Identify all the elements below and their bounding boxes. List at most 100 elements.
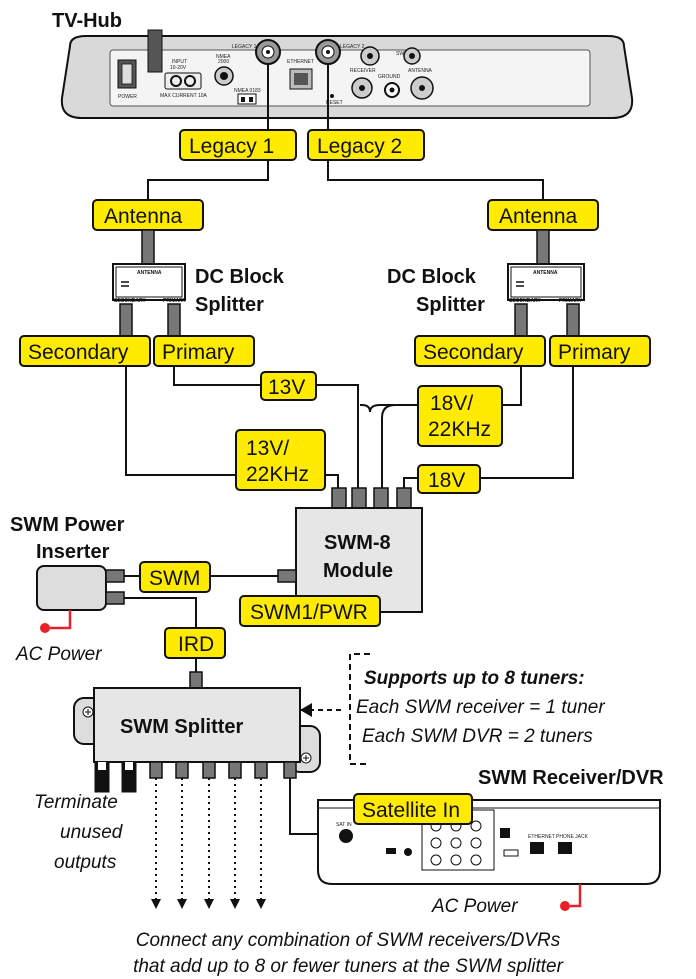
v18-tag: 18V — [428, 469, 465, 492]
splitter-right-antenna-label: ANTENNA — [533, 270, 558, 276]
dc-block-left-title-2: Splitter — [195, 294, 264, 316]
splitter-input-connector-icon — [189, 671, 203, 689]
dc-block-right-title-1: DC Block — [387, 266, 477, 288]
secondary-left-tag-box — [19, 335, 151, 367]
hub-input-label: INPUT — [172, 59, 187, 65]
supports-note — [300, 653, 370, 765]
splitter-left-antenna-label: ANTENNA — [137, 270, 162, 276]
ac-power-cord-left — [50, 610, 72, 630]
dc-block-right-title-2: Splitter — [416, 294, 485, 316]
each-dvr-note: Each SWM DVR = 2 tuners — [362, 726, 593, 747]
swm8-module — [277, 487, 423, 613]
swm1-pwr-tag-box — [239, 595, 381, 627]
splitter-output-6-icon — [228, 761, 242, 779]
swm-power-inserter — [36, 565, 125, 633]
satellite-in-tag: Satellite In — [362, 799, 460, 822]
ac-plug-left-icon — [40, 623, 50, 633]
ird-wire — [124, 597, 197, 628]
hub-ground-label: GROUND — [378, 74, 401, 80]
v18-22khz-tag-a: 18V/ — [430, 392, 473, 415]
receiver-sat-in-label: SAT IN — [336, 822, 352, 828]
swm8-input4-connector-icon — [396, 487, 412, 509]
primary-left-tag-box — [153, 335, 255, 367]
receiver-title: SWM Receiver/DVR — [478, 767, 664, 789]
right-secondary-18v22khz-wire — [502, 366, 522, 406]
secondary-right-tag-box — [414, 335, 546, 367]
swm1-pwr-tag: SWM1/PWR — [250, 601, 368, 624]
splitter-output-7-icon — [254, 761, 268, 779]
supports-title: Supports up to 8 tuners: — [364, 668, 585, 689]
hub-input-voltage: 10-20V — [170, 65, 187, 71]
each-receiver-note: Each SWM receiver = 1 tuner — [356, 697, 605, 718]
legacy1-tag-box — [179, 129, 297, 161]
v18-22khz-tag-b: 22KHz — [428, 418, 491, 441]
receiver-sat-in-port-icon — [339, 829, 353, 843]
v13-22khz-tag-box — [235, 429, 326, 491]
legacy2-tag-box — [307, 129, 425, 161]
dc-block-splitter-right: ANTENNA SECONDARY PRIMARY — [507, 229, 585, 337]
splitter-output-3-icon — [149, 761, 163, 779]
hub-swm-label: SWM — [396, 51, 408, 57]
primary-left-tag: Primary — [162, 341, 235, 364]
inserter-ird-connector-icon — [105, 591, 125, 605]
nmea0183-port-icon — [237, 93, 257, 105]
reset-button-icon — [330, 94, 334, 98]
swm8-input1-connector-icon — [331, 487, 347, 509]
ac-power-cord-right — [570, 884, 582, 908]
receiver-phone-port-icon — [558, 842, 572, 854]
dc-block-splitter-left: ANTENNA SECONDARY PRIMARY — [112, 229, 187, 337]
receiver-ethernet-label: ETHERNET — [528, 834, 555, 840]
tv-hub-title: TV-Hub — [52, 10, 122, 32]
secondary-left-tag: Secondary — [28, 341, 129, 364]
receiver-phone-label: PHONE JACK — [556, 834, 589, 840]
splitter-output-4-icon — [175, 761, 189, 779]
splitter-right-primary-label: PRIMARY — [559, 298, 583, 304]
v13-22khz-tag-a: 13V/ — [246, 437, 289, 460]
splitter-left-primary-connector-icon — [167, 303, 181, 337]
swm-splitter-title: SWM Splitter — [120, 716, 244, 738]
hub-max-current: MAX CURRENT 10A — [160, 93, 208, 99]
splitter-left-primary-label: PRIMARY — [163, 298, 187, 304]
hub-power-cable — [147, 29, 163, 73]
primary-right-tag-box — [549, 335, 651, 367]
right-secondary-18v22khz-wire-3 — [381, 404, 418, 488]
swm-power-title-1: SWM Power — [10, 514, 125, 536]
secondary-right-tag: Secondary — [423, 341, 524, 364]
future-connection-arrows — [151, 778, 266, 909]
ac-plug-right-icon — [560, 901, 570, 911]
footer-line-1: Connect any combination of SWM receivers… — [136, 930, 561, 951]
terminate-note-1: Terminate — [34, 792, 118, 813]
swm-power-title-2: Inserter — [36, 541, 110, 563]
swm8-input2-connector-icon — [351, 487, 367, 509]
splitter-right-antenna-connector-icon — [536, 229, 550, 265]
legacy1-to-left-splitter-wire — [147, 160, 269, 200]
supports-arrow-icon — [300, 703, 312, 717]
receiver-ethernet-port-icon — [530, 842, 544, 854]
splitter-right-secondary-connector-icon — [514, 303, 528, 337]
terminate-note-2: unused — [60, 822, 124, 843]
ac-power-left-note: AC Power — [15, 644, 102, 665]
hub-receiver-label: RECEIVER — [350, 68, 376, 74]
splitter-left-antenna-connector-icon — [141, 229, 155, 265]
v13-tag-box — [260, 371, 317, 401]
tv-hub-device: POWER INPUT 10-20V MAX CURRENT 10A NMEA … — [60, 29, 634, 119]
v18-tag-box — [417, 464, 481, 494]
left-primary-13v-wire — [173, 366, 261, 386]
hub-nmea0183-label: NMEA 0183 — [234, 88, 261, 94]
dc-block-left-title-1: DC Block — [195, 266, 285, 288]
swm8-title-2: Module — [323, 560, 393, 582]
hub-legacy2-label: LEGACY 2 — [340, 44, 365, 50]
v13-22khz-tag-b: 22KHz — [246, 463, 309, 486]
splitter-outputs — [94, 761, 297, 793]
v13-tag: 13V — [268, 376, 305, 399]
hub-legacy1-label: LEGACY 1 — [232, 44, 257, 50]
antenna-right-tag: Antenna — [499, 205, 578, 228]
hub-power-label: POWER — [118, 94, 137, 100]
hub-reset-label: RESET — [326, 100, 343, 106]
splitter-output-8-icon — [283, 761, 297, 779]
splitter-left-secondary-connector-icon — [119, 303, 133, 337]
legacy2-tag: Legacy 2 — [317, 135, 402, 158]
hub-nmea2000-label: NMEA — [216, 54, 231, 60]
antenna-left-tag: Antenna — [104, 205, 183, 228]
